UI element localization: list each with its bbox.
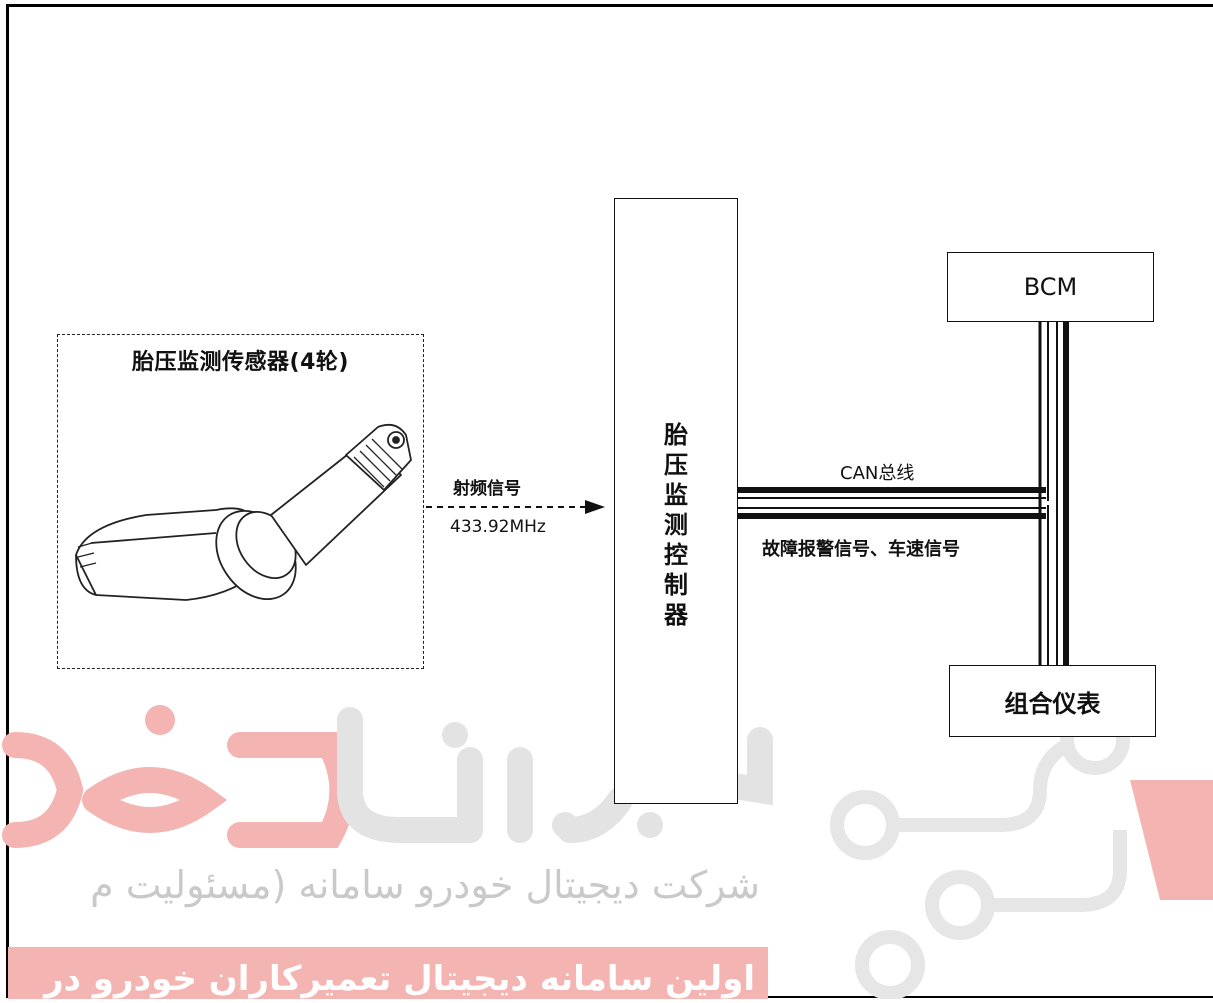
sensor-title: 胎压监测传感器(4轮): [132, 350, 349, 375]
junction-gap: [1043, 501, 1054, 505]
fault-signal-label: 故障报警信号、车速信号: [762, 539, 960, 560]
sensor-dashed-box: [57, 334, 424, 669]
vertical-bus-lines: [1038, 322, 1069, 665]
bcm-box: BCM: [947, 252, 1154, 322]
tire-pressure-sensor-icon: [75, 423, 412, 601]
rf-arrowhead-icon: [585, 500, 605, 514]
tpms-controller-box: [614, 198, 738, 804]
rf-frequency-label: 433.92MHz: [450, 517, 546, 537]
tpms-controller-label: 胎压监测控制器: [664, 421, 688, 629]
can-bus-label: CAN总线: [840, 463, 915, 484]
instrument-cluster-box: 组合仪表: [949, 665, 1156, 737]
rf-signal-label: 射频信号: [453, 479, 521, 499]
bcm-label: BCM: [1023, 273, 1078, 301]
can-bus-lines: [738, 487, 1046, 519]
instrument-cluster-label: 组合仪表: [1004, 689, 1101, 718]
